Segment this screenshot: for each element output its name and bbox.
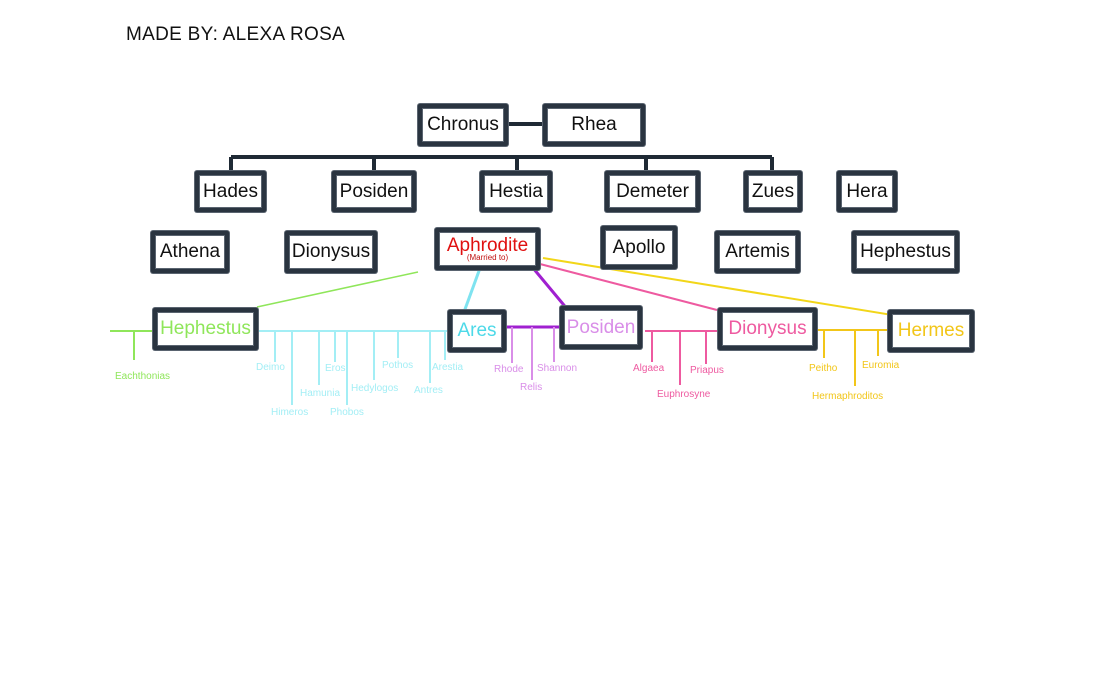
node-label: Hermes [897,320,965,341]
child-hedylogos: Hedylogos [351,383,399,394]
node-label: Hades [203,180,258,202]
child-euphrosyne: Euphrosyne [657,389,711,400]
married-to-note: (Married to) [466,253,509,262]
node-hephestus-top: Hephestus [852,231,959,273]
node-label: Ares [457,320,497,341]
node-label: Zues [751,180,795,202]
child-arestia: Arestia [432,362,464,373]
child-hamunia: Hamunia [300,388,341,399]
author-credit: MADE BY: ALEXA ROSA [126,24,346,45]
node-hermes: Hermes [888,310,974,352]
node-label: Hera [846,180,888,202]
child-euromia: Euromia [862,360,900,371]
child-himeros: Himeros [271,407,309,418]
child-eros: Eros [325,363,346,374]
node-aphrodite: Aphrodite (Married to) [435,228,540,270]
node-label: Posiden [566,316,636,338]
child-antres: Antres [414,385,443,396]
node-hephestus: Hephestus [153,308,258,350]
node-hera: Hera [837,171,897,212]
node-label: Chronus [427,114,499,135]
node-label: Artemis [725,241,790,262]
node-label: Hestia [489,180,543,202]
node-apollo: Apollo [601,226,677,269]
node-zues: Zues [744,171,802,212]
node-label: Demeter [616,180,689,202]
node-athena: Athena [151,231,229,273]
node-artemis: Artemis [715,231,800,273]
child-priapus: Priapus [690,365,724,376]
node-label: Dionysus [291,241,371,262]
aphrodite-dionysus-line [539,263,718,311]
child-phobos: Phobos [330,407,364,418]
node-label: Dionysus [728,318,807,339]
node-label: Hephestus [860,241,951,262]
child-relis: Relis [520,382,543,393]
aphrodite-posiden-line [531,267,570,311]
child-eachthonias: Eachthonias [115,371,171,382]
node-label: Athena [159,241,221,262]
node-label: Apollo [612,236,666,258]
child-deimo: Deimo [256,362,285,373]
child-shannon: Shannon [537,363,578,374]
node-ares: Ares [448,310,506,352]
child-pothos: Pothos [382,360,414,371]
node-label: Aphrodite [446,235,529,256]
node-label: Posiden [339,180,409,202]
node-dionysus-top: Dionysus [285,231,377,273]
node-label: Rhea [571,114,617,135]
node-demeter: Demeter [605,171,700,212]
node-chronus: Chronus [418,104,508,146]
node-posiden-top: Posiden [332,171,416,212]
node-posiden: Posiden [560,306,642,349]
child-peitho: Peitho [809,363,838,374]
node-rhea: Rhea [543,104,645,146]
child-algaea: Algaea [633,363,665,374]
node-hades: Hades [195,171,266,212]
node-dionysus: Dionysus [718,308,817,350]
node-label: Hephestus [160,318,251,339]
child-hermaphroditos: Hermaphroditos [812,391,884,402]
node-hestia: Hestia [480,171,552,212]
aphrodite-hephestus-line [256,271,419,308]
child-rhode: Rhode [494,364,524,375]
